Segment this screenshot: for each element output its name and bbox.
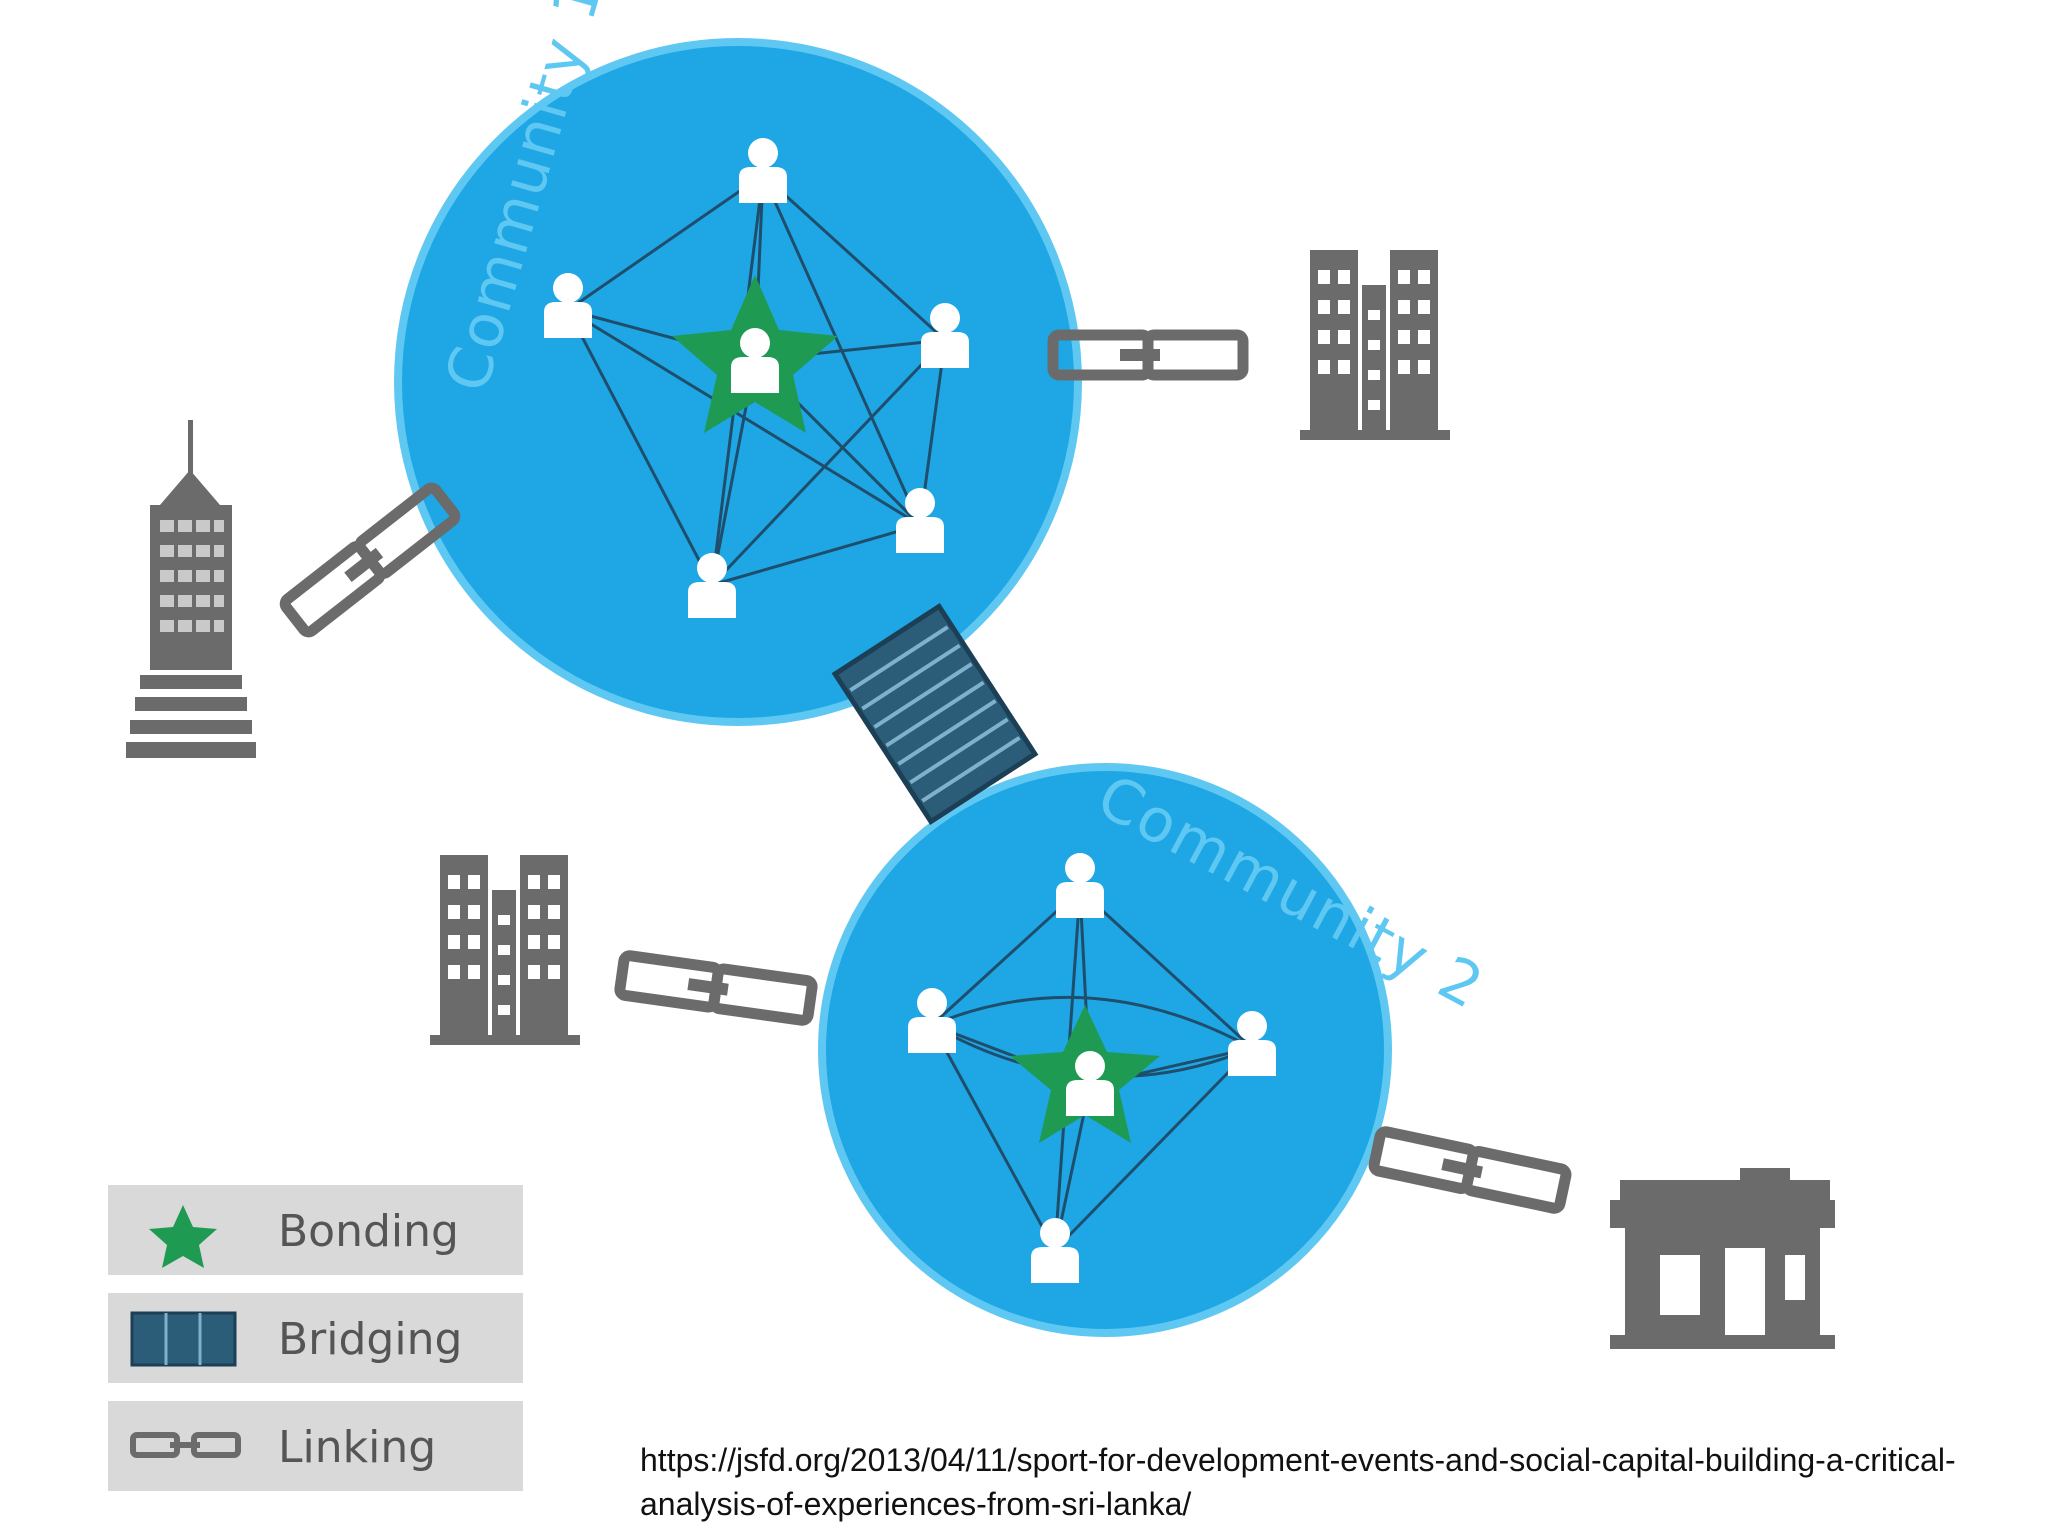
apartment-building-icon (430, 855, 580, 1045)
legend-label-bonding: Bonding (278, 1206, 459, 1257)
legend-bridge-icon (130, 1311, 237, 1367)
source-url[interactable]: https://jsfd.org/2013/04/11/sport-for-de… (640, 1442, 1956, 1522)
legend-star-icon (149, 1205, 217, 1268)
store-building-icon (1610, 1168, 1835, 1349)
bridging-bridge-icon (831, 602, 1039, 826)
skyscraper-icon (126, 420, 256, 758)
apartment-building-icon (1300, 250, 1450, 440)
legend-chain-icon (130, 1432, 241, 1458)
community-2: Community 2 (818, 761, 1495, 1337)
legend-label-linking: Linking (278, 1422, 436, 1473)
legend-label-bridging: Bridging (278, 1314, 462, 1365)
linking-chain-icon (619, 955, 813, 1021)
legend: Bonding Bridging Linking (108, 1185, 523, 1491)
community-1: Community 1 (394, 0, 1082, 726)
linking-chain-icon (1373, 1131, 1567, 1210)
